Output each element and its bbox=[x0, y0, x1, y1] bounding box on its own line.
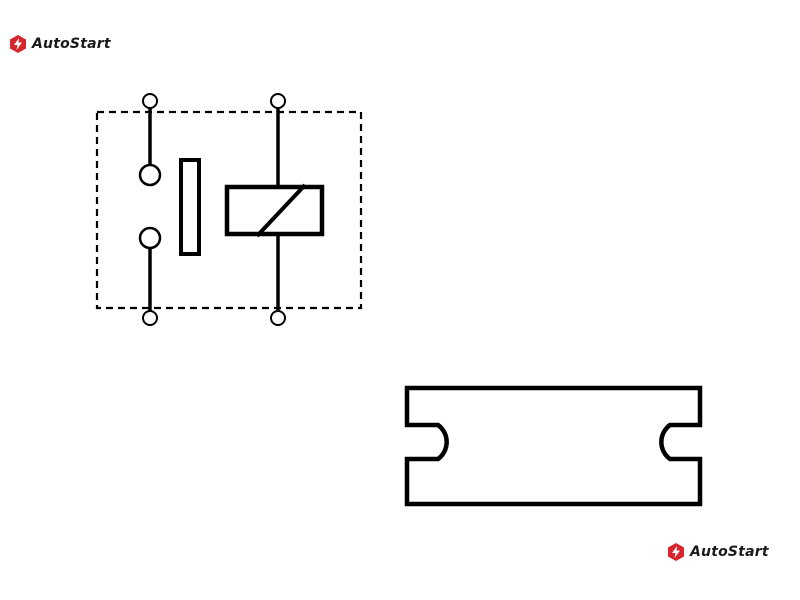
switch-contact-top bbox=[138, 163, 162, 187]
terminal-top-left bbox=[142, 93, 158, 109]
terminal-top-right bbox=[270, 93, 286, 109]
relay-footprint-outline bbox=[404, 385, 703, 507]
brand-name: AutoStart bbox=[690, 544, 769, 560]
brand-logo-top: AutoStart bbox=[8, 34, 111, 54]
autostart-logo-icon bbox=[10, 35, 26, 53]
relay-enclosure bbox=[95, 110, 363, 310]
switch-contact-bottom bbox=[138, 226, 162, 250]
terminal-bottom-left bbox=[142, 310, 158, 326]
actuator-bar bbox=[179, 158, 201, 256]
brand-name: AutoStart bbox=[32, 36, 111, 52]
coil-diagonal bbox=[255, 183, 307, 238]
coil-body bbox=[224, 184, 325, 237]
brand-logo-bottom: AutoStart bbox=[666, 542, 769, 562]
terminal-bottom-right bbox=[270, 310, 286, 326]
autostart-logo-icon bbox=[668, 543, 684, 561]
